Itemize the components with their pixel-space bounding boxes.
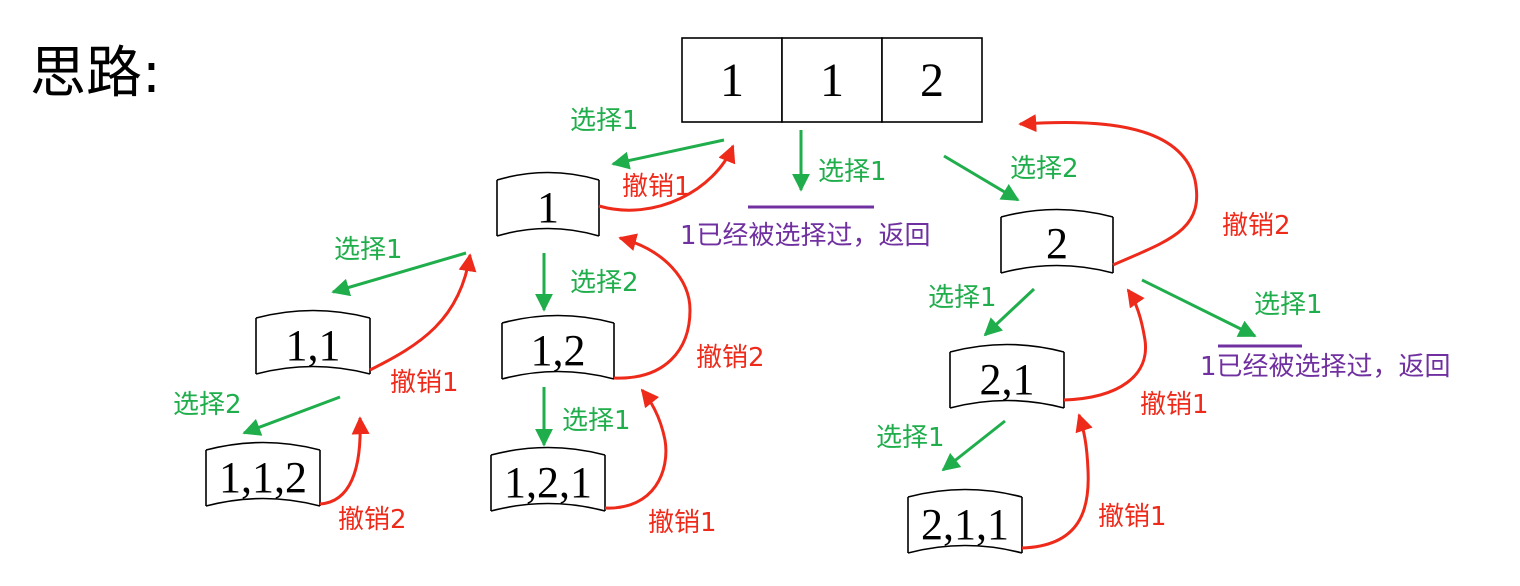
- node-1-1-2: 1,1,2: [205, 441, 321, 507]
- select-label: 选择2: [173, 390, 242, 420]
- undo-arrow: [369, 253, 477, 372]
- select-label: 选择1: [1254, 290, 1323, 320]
- select-label: 选择1: [334, 235, 403, 265]
- undo-arrow: [613, 233, 692, 380]
- select-label: 选择1: [562, 406, 631, 436]
- undo-label: 撤销2: [338, 505, 407, 535]
- undo-label: 撤销1: [648, 508, 717, 538]
- select-label: 选择2: [570, 268, 639, 298]
- node-1-1: 1,1: [255, 309, 371, 375]
- node-2-1: 2,1: [949, 343, 1065, 409]
- undo-arrow: [1021, 413, 1093, 550]
- node-1-2-1: 1,2,1: [490, 446, 606, 512]
- svg-text:1,1: 1,1: [286, 321, 341, 370]
- skip-label: 1已经被选择过，返回: [1200, 352, 1451, 382]
- svg-text:1,2,1: 1,2,1: [504, 458, 592, 507]
- select-arrow: [1141, 278, 1257, 338]
- input-array: 1 1 2: [681, 37, 983, 123]
- select-arrow: [331, 251, 467, 297]
- undo-arrow: [598, 144, 736, 212]
- undo-arrow: [1018, 114, 1199, 267]
- svg-text:1,2: 1,2: [531, 326, 586, 375]
- select-arrow: [242, 395, 341, 436]
- array-cell-value: 1: [820, 54, 844, 107]
- select-label: 选择2: [1010, 154, 1079, 184]
- node-2: 2: [1000, 208, 1114, 274]
- undo-label: 撤销2: [1222, 211, 1291, 241]
- array-cell: [681, 37, 783, 123]
- svg-text:2: 2: [1046, 219, 1068, 268]
- skip-label: 1已经被选择过，返回: [680, 221, 931, 251]
- undo-label: 撤销1: [390, 368, 459, 398]
- undo-arrow: [604, 388, 668, 510]
- page-title: 思路:: [30, 41, 161, 106]
- select-label: 选择1: [928, 283, 997, 313]
- svg-text:2,1: 2,1: [980, 355, 1035, 404]
- undo-label: 撤销1: [1098, 502, 1167, 532]
- select-label: 选择1: [818, 157, 887, 187]
- select-arrow: [983, 287, 1036, 337]
- select-arrow: [941, 419, 1006, 472]
- node-1-2: 1,2: [501, 314, 615, 380]
- array-cell-value: 2: [920, 54, 944, 107]
- undo-arrow: [319, 416, 370, 506]
- undo-label: 撤销1: [622, 172, 691, 202]
- array-cell-value: 1: [720, 54, 744, 107]
- select-label: 选择1: [570, 106, 639, 136]
- array-cell: [881, 37, 983, 123]
- svg-text:2,1,1: 2,1,1: [921, 500, 1009, 549]
- svg-text:1,1,2: 1,1,2: [219, 453, 307, 502]
- svg-text:1: 1: [537, 183, 559, 232]
- array-cell: [781, 37, 883, 123]
- node-2-1-1: 2,1,1: [907, 488, 1023, 554]
- select-label: 选择1: [876, 423, 945, 453]
- node-1: 1: [496, 171, 600, 237]
- undo-label: 撤销2: [696, 343, 765, 373]
- select-arrow: [611, 138, 725, 170]
- undo-label: 撤销1: [1140, 390, 1209, 420]
- undo-arrow: [1063, 288, 1148, 402]
- select-arrow: [943, 154, 1020, 202]
